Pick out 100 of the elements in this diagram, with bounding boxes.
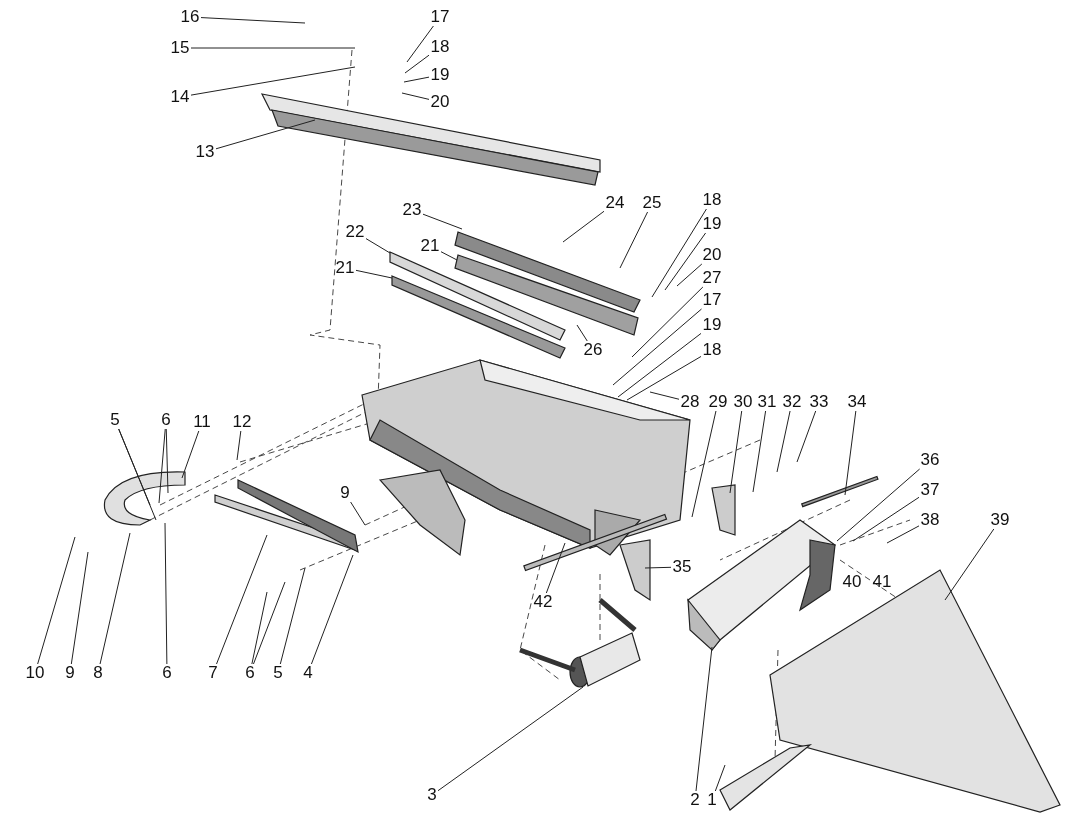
callout-number: 19: [702, 214, 722, 234]
leader-line: [437, 686, 584, 792]
callout-number: 9: [65, 663, 75, 683]
leader-line: [279, 567, 306, 665]
leader-line: [165, 428, 169, 494]
leader-line: [99, 532, 131, 665]
callout-number: 42: [533, 592, 553, 612]
leader-line: [70, 551, 89, 665]
callout-number: 11: [193, 412, 211, 432]
leader-line: [776, 410, 791, 473]
callout-number: 39: [990, 510, 1010, 530]
leader-line: [181, 430, 200, 479]
callout-number: 5: [273, 663, 283, 683]
leader-line: [365, 238, 391, 254]
leader-line: [886, 525, 920, 544]
leader-line: [944, 528, 995, 601]
leader-line: [619, 211, 649, 269]
leader-line: [651, 208, 707, 298]
callout-number: 20: [702, 245, 722, 265]
callout-number: 5: [110, 410, 120, 430]
leader-line: [576, 324, 588, 342]
callout-number: 24: [605, 193, 625, 213]
callout-number: 13: [195, 142, 215, 162]
leader-line: [37, 536, 76, 665]
leader-line: [190, 47, 356, 49]
callout-number: 2: [690, 790, 700, 810]
callout-number: 4: [303, 663, 313, 683]
callout-number: 30: [733, 392, 753, 412]
callout-number: 8: [93, 663, 103, 683]
leader-line: [350, 501, 366, 526]
leader-line: [440, 251, 458, 261]
leader-line: [310, 554, 354, 665]
leader-line: [545, 542, 566, 594]
leader-line: [215, 119, 316, 150]
leader-line: [562, 210, 605, 243]
leader-line: [251, 591, 268, 665]
callout-number: 12: [232, 412, 252, 432]
leader-line: [844, 410, 857, 496]
callout-number: 19: [430, 65, 450, 85]
leader-line: [612, 308, 702, 386]
callout-number: 14: [170, 87, 190, 107]
leader-line: [631, 286, 704, 358]
callout-number: 17: [430, 7, 450, 27]
leader-line: [164, 522, 168, 665]
leader-line: [664, 232, 707, 291]
leader-line: [695, 646, 713, 792]
callout-number: 6: [161, 410, 171, 430]
leader-line: [422, 213, 463, 230]
leader-line: [626, 355, 702, 401]
leader-line: [676, 263, 703, 287]
leader-line: [401, 92, 430, 100]
leader-line: [355, 269, 393, 279]
leader-line: [216, 534, 268, 665]
leader-line: [190, 66, 356, 96]
leader-line: [236, 430, 242, 461]
leader-line: [252, 581, 286, 665]
callout-number: 41: [872, 572, 892, 592]
callout-number: 25: [642, 193, 662, 213]
callout-number: 23: [402, 200, 422, 220]
leader-line: [200, 17, 306, 24]
callout-number: 6: [162, 663, 172, 683]
callout-number: 27: [702, 268, 722, 288]
callout-number: 6: [245, 663, 255, 683]
leader-line: [836, 468, 921, 542]
callout-number: 22: [345, 222, 365, 242]
leader-line: [644, 566, 672, 569]
leader-line: [649, 391, 680, 400]
callout-number: 34: [847, 392, 867, 412]
leader-line: [406, 25, 434, 63]
callout-number: 21: [335, 258, 355, 278]
callout-number: 20: [430, 92, 450, 112]
callout-number: 18: [702, 340, 722, 360]
callout-number: 15: [170, 38, 190, 58]
callout-number: 31: [757, 392, 777, 412]
callout-number: 33: [809, 392, 829, 412]
callout-number: 3: [427, 785, 437, 805]
leader-line: [118, 428, 157, 521]
callout-number: 37: [920, 480, 940, 500]
callout-number: 36: [920, 450, 940, 470]
callout-number: 40: [842, 572, 862, 592]
callout-number: 1: [707, 790, 717, 810]
callout-number: 19: [702, 315, 722, 335]
callout-number: 38: [920, 510, 940, 530]
callout-number: 7: [208, 663, 218, 683]
leader-line: [617, 332, 702, 398]
callout-number: 21: [420, 236, 440, 256]
callout-number: 29: [708, 392, 728, 412]
callout-number: 35: [672, 557, 692, 577]
callout-number: 18: [702, 190, 722, 210]
leader-line: [852, 496, 920, 542]
leader-line: [796, 410, 817, 463]
leader-line: [691, 410, 717, 518]
leader-line: [404, 54, 430, 74]
leader-line: [729, 410, 743, 494]
callout-number: 32: [782, 392, 802, 412]
callout-number: 10: [25, 663, 45, 683]
callout-number: 18: [430, 37, 450, 57]
callout-number: 28: [680, 392, 700, 412]
leader-line: [158, 428, 166, 504]
callout-number: 9: [340, 483, 350, 503]
